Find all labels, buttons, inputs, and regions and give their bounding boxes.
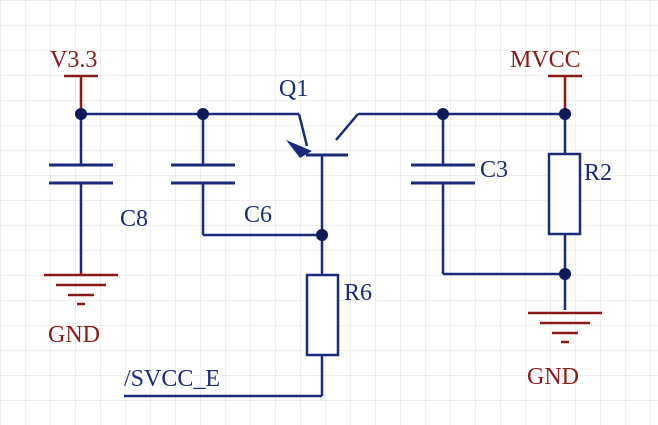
q1-label: Q1 (279, 76, 308, 102)
mvcc-label: MVCC (510, 47, 581, 73)
junction-dot (559, 108, 571, 120)
junction-dot (75, 108, 87, 120)
gnd-left-label: GND (48, 322, 100, 348)
svcc-e-net-label[interactable]: /SVCC_E (124, 366, 220, 392)
v33-power-port[interactable]: V3.3 (50, 47, 98, 114)
capacitor-c6[interactable] (171, 114, 322, 237)
junction-dot (437, 108, 449, 120)
gnd-right-symbol[interactable]: GND (527, 311, 602, 390)
gnd-left-symbol[interactable]: GND (44, 272, 118, 348)
c6-label: C6 (244, 202, 272, 228)
capacitor-c8[interactable] (49, 114, 113, 272)
capacitor-c3[interactable] (411, 114, 565, 276)
v33-label: V3.3 (50, 47, 97, 73)
c8-label: C8 (120, 206, 148, 232)
c3-label: C3 (480, 157, 508, 183)
resistor-r2[interactable] (547, 114, 582, 310)
junction-dot (559, 268, 571, 280)
transistor-q1[interactable] (286, 113, 359, 235)
r2-label: R2 (584, 160, 612, 186)
junction-dot (197, 108, 209, 120)
junction-dot (316, 229, 328, 241)
resistor-r6[interactable] (124, 235, 340, 398)
r6-label: R6 (344, 280, 372, 306)
gnd-right-label: GND (527, 364, 579, 390)
mvcc-power-port[interactable]: MVCC (510, 47, 582, 114)
